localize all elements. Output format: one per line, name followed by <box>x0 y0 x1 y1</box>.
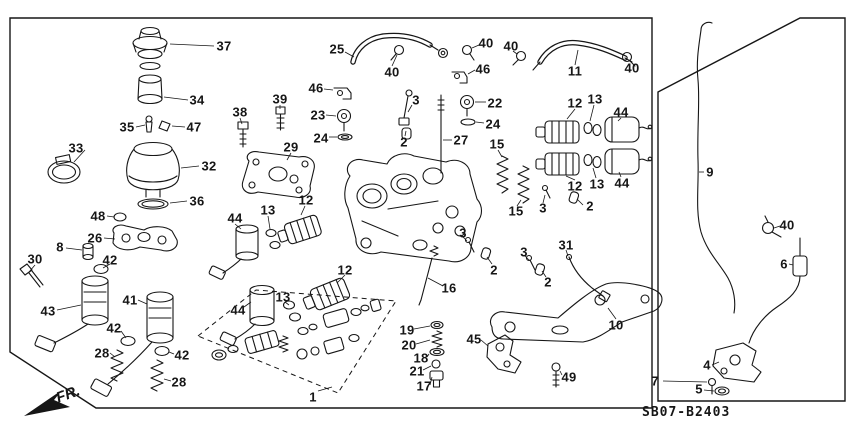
part-callout-45: 45 <box>466 331 482 347</box>
part-callout-28: 28 <box>171 374 187 390</box>
springs <box>496 155 530 204</box>
left-solenoid-assembly <box>34 263 174 397</box>
part-callout-44: 44 <box>613 104 629 120</box>
part-callout-46: 46 <box>475 61 491 77</box>
part-callout-43: 43 <box>40 303 56 319</box>
part-callout-8: 8 <box>56 239 64 255</box>
part-callout-12: 12 <box>337 262 353 278</box>
part-callout-2: 2 <box>490 262 498 278</box>
gasket-and-bolts <box>237 106 315 198</box>
part-callout-12: 12 <box>298 192 314 208</box>
part-callout-16: 16 <box>441 280 457 296</box>
part-callout-18: 18 <box>413 350 429 366</box>
part-callout-27: 27 <box>453 132 469 148</box>
part-callout-41: 41 <box>122 292 138 308</box>
part-callout-13: 13 <box>260 202 276 218</box>
part-callout-35: 35 <box>119 119 135 135</box>
part-callout-19: 19 <box>399 322 415 338</box>
part-callout-6: 6 <box>780 256 788 272</box>
part-callout-44: 44 <box>230 302 246 318</box>
part-callout-12: 12 <box>567 95 583 111</box>
part-callout-3: 3 <box>539 200 547 216</box>
part-callout-2: 2 <box>400 134 408 150</box>
part-callout-2: 2 <box>544 274 552 290</box>
part-callout-13: 13 <box>275 289 291 305</box>
part-callout-42: 42 <box>106 320 122 336</box>
modulator-body <box>344 94 483 263</box>
brake-pipe-group <box>696 21 808 396</box>
part-callout-32: 32 <box>201 158 217 174</box>
part-callout-36: 36 <box>189 193 205 209</box>
part-callout-23: 23 <box>310 107 326 123</box>
part-callout-21: 21 <box>409 363 425 379</box>
part-callout-37: 37 <box>216 38 232 54</box>
part-callout-15: 15 <box>489 136 505 152</box>
fr-arrow-icon <box>24 390 70 416</box>
bleeders-and-pipes <box>418 184 663 388</box>
part-callout-31: 31 <box>558 237 574 253</box>
center-valve-sets <box>208 214 351 346</box>
part-callout-22: 22 <box>487 95 503 111</box>
part-callout-30: 30 <box>27 251 43 267</box>
part-callout-20: 20 <box>401 337 417 353</box>
part-callout-26: 26 <box>87 230 103 246</box>
part-callout-44: 44 <box>614 175 630 191</box>
part-callout-40: 40 <box>384 64 400 80</box>
part-callout-11: 11 <box>567 63 583 79</box>
part-callout-39: 39 <box>272 91 288 107</box>
part-callout-5: 5 <box>695 381 703 397</box>
part-callout-10: 10 <box>608 317 624 333</box>
part-callout-40: 40 <box>478 35 494 51</box>
part-callout-40: 40 <box>779 217 795 233</box>
part-callout-13: 13 <box>587 91 603 107</box>
part-callout-28: 28 <box>94 345 110 361</box>
part-callout-34: 34 <box>189 92 205 108</box>
leader-lines <box>28 43 794 392</box>
part-callout-4: 4 <box>703 357 711 373</box>
part-callout-7: 7 <box>651 373 659 389</box>
reservoir-assembly <box>19 26 180 288</box>
piston-kit-group <box>197 289 397 394</box>
part-callout-24: 24 <box>313 130 329 146</box>
hoses-and-fittings <box>333 32 636 141</box>
part-callout-1: 1 <box>309 389 317 405</box>
part-callout-17: 17 <box>416 378 432 394</box>
part-callout-3: 3 <box>412 92 420 108</box>
part-callout-38: 38 <box>232 104 248 120</box>
part-callout-2: 2 <box>586 198 594 214</box>
part-callout-25: 25 <box>329 41 345 57</box>
part-callout-3: 3 <box>459 225 467 241</box>
part-callout-47: 47 <box>186 119 202 135</box>
part-callout-46: 46 <box>308 80 324 96</box>
part-callout-44: 44 <box>227 210 243 226</box>
part-callout-42: 42 <box>174 347 190 363</box>
part-callout-33: 33 <box>68 140 84 156</box>
part-callout-13: 13 <box>589 176 605 192</box>
diagram-code: SB07-B2403 <box>642 405 731 420</box>
part-callout-3: 3 <box>520 244 528 260</box>
right-solenoid-rows <box>535 116 653 176</box>
part-callout-12: 12 <box>567 178 583 194</box>
part-callout-15: 15 <box>508 203 524 219</box>
part-callout-40: 40 <box>624 60 640 76</box>
part-callout-24: 24 <box>485 116 501 132</box>
part-callout-42: 42 <box>102 252 118 268</box>
part-callout-9: 9 <box>706 164 714 180</box>
part-callout-49: 49 <box>561 369 577 385</box>
diagram-border <box>9 17 846 409</box>
part-callout-29: 29 <box>283 139 299 155</box>
part-callout-48: 48 <box>90 208 106 224</box>
part-callout-40: 40 <box>503 38 519 54</box>
